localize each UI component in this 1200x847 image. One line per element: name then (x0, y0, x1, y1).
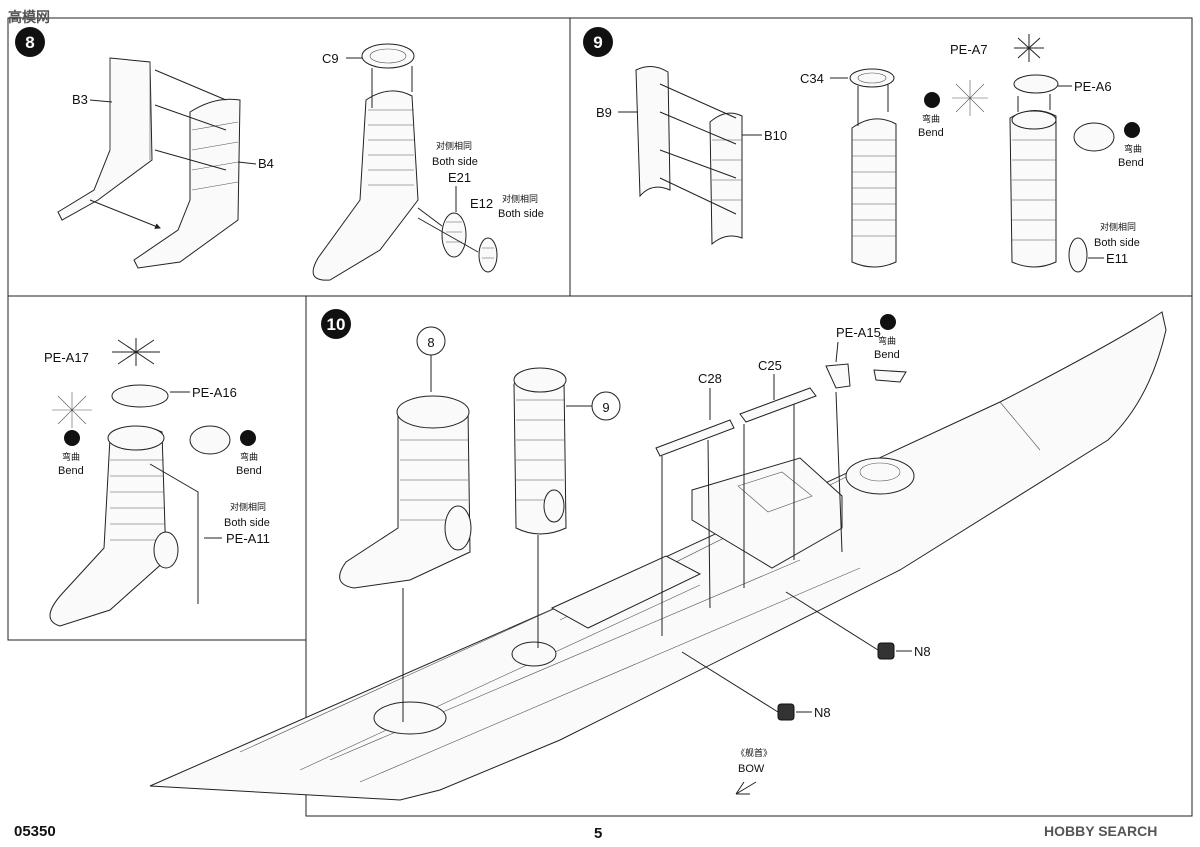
deck-hatch (550, 555, 702, 629)
deckhouse (691, 457, 843, 569)
label-e11: E11 (1106, 251, 1128, 266)
ship-hull (149, 311, 1167, 801)
part-b9 (635, 66, 671, 198)
label-n8-a: N8 (914, 644, 931, 659)
bend-star-8b (52, 392, 92, 428)
label-pe-a11: PE-A11 (226, 531, 270, 546)
both-side-1: Both side (432, 156, 478, 168)
part-n8-a (877, 642, 895, 660)
part-b3 (57, 57, 153, 221)
bend-cn-8b-a: 弯曲 (62, 451, 80, 463)
bend-9a: Bend (918, 127, 944, 139)
bow-label: BOW (738, 763, 765, 775)
step-10-badge (321, 309, 351, 339)
funnel-9-assembled (513, 367, 567, 535)
step-9-badge (583, 27, 613, 57)
bend-icon-9a (924, 92, 940, 108)
funnel-base-8 (373, 701, 447, 735)
label-c28: C28 (698, 371, 722, 386)
funnel-step8b (49, 425, 179, 627)
step-10-number: 10 (327, 315, 346, 334)
both-side-2: Both side (498, 208, 544, 220)
bend-icon-9b (1124, 122, 1140, 138)
bend-8b-b: Bend (236, 465, 262, 477)
watermark-top: 高模网 (8, 9, 50, 25)
part-e12 (478, 237, 498, 273)
bend-icon-8b-a (64, 430, 80, 446)
part-c34 (849, 68, 895, 88)
bend-cn-9b: 弯曲 (1124, 143, 1142, 155)
step-8-badge (15, 27, 45, 57)
part-b10 (709, 112, 743, 246)
bend-ring-8b (189, 425, 231, 455)
part-pe-a7 (1014, 34, 1044, 62)
funnel-step9-assembled (1009, 110, 1057, 268)
label-b10: B10 (764, 128, 787, 143)
bow-cn: 《舰首》 (736, 747, 772, 759)
label-e12: E12 (470, 196, 493, 211)
step-10-panel (305, 295, 1193, 817)
funnel-step9 (851, 118, 897, 268)
both-side-8b: Both side (224, 517, 270, 529)
part-pe-a6 (1013, 74, 1059, 94)
bend-star-9 (952, 80, 988, 116)
label-c9: C9 (322, 51, 339, 66)
funnel-base-9 (511, 641, 557, 667)
callout-8-text: 8 (427, 335, 434, 350)
label-e21: E21 (448, 170, 471, 185)
both-side-9: Both side (1094, 237, 1140, 249)
part-e11 (1068, 237, 1088, 273)
step-9-number: 9 (593, 33, 602, 52)
bend-cn-9a: 弯曲 (922, 113, 940, 125)
bow-arrow-icon (735, 781, 757, 795)
bend-cn-10: 弯曲 (878, 335, 896, 347)
label-pe-a17: PE-A17 (44, 350, 89, 365)
both-side-cn-8b: 对侧相同 (230, 501, 266, 513)
bend-ring-9 (1073, 122, 1115, 152)
model-code: 05350 (14, 823, 56, 840)
part-e21 (441, 212, 467, 258)
part-c25 (739, 387, 817, 423)
label-pe-a16: PE-A16 (192, 385, 237, 400)
both-side-cn-2: 对侧相同 (502, 193, 538, 205)
turret-ring (845, 457, 915, 495)
label-b9: B9 (596, 105, 612, 120)
label-b4: B4 (258, 156, 274, 171)
callout-9-text: 9 (602, 400, 609, 415)
bend-9b: Bend (1118, 157, 1144, 169)
part-pe-a17 (112, 338, 160, 366)
label-b3: B3 (72, 92, 88, 107)
page-number: 5 (594, 825, 602, 842)
funnel-step8 (312, 90, 419, 281)
bend-cn-8b-b: 弯曲 (240, 451, 258, 463)
part-pe-a15 (825, 363, 907, 389)
label-c25: C25 (758, 358, 782, 373)
both-side-cn-9: 对侧相同 (1100, 221, 1136, 233)
both-side-cn-1: 对侧相同 (436, 140, 472, 152)
label-c34: C34 (800, 71, 824, 86)
part-n8-b (777, 703, 795, 721)
callout-9 (591, 391, 621, 421)
bend-icon-8b-b (240, 430, 256, 446)
part-c9 (361, 43, 415, 69)
funnel-8-assembled (339, 395, 472, 589)
part-pe-a16 (111, 384, 169, 408)
bend-10: Bend (874, 349, 900, 361)
bend-8b-a: Bend (58, 465, 84, 477)
step-8-number: 8 (25, 33, 34, 52)
part-c28 (655, 419, 735, 457)
watermark-bottom: HOBBY SEARCH (1044, 823, 1157, 839)
label-pe-a7: PE-A7 (950, 42, 988, 57)
label-n8-b: N8 (814, 705, 831, 720)
label-pe-a15: PE-A15 (836, 325, 881, 340)
bend-icon-10 (880, 314, 896, 330)
label-pe-a6: PE-A6 (1074, 79, 1112, 94)
